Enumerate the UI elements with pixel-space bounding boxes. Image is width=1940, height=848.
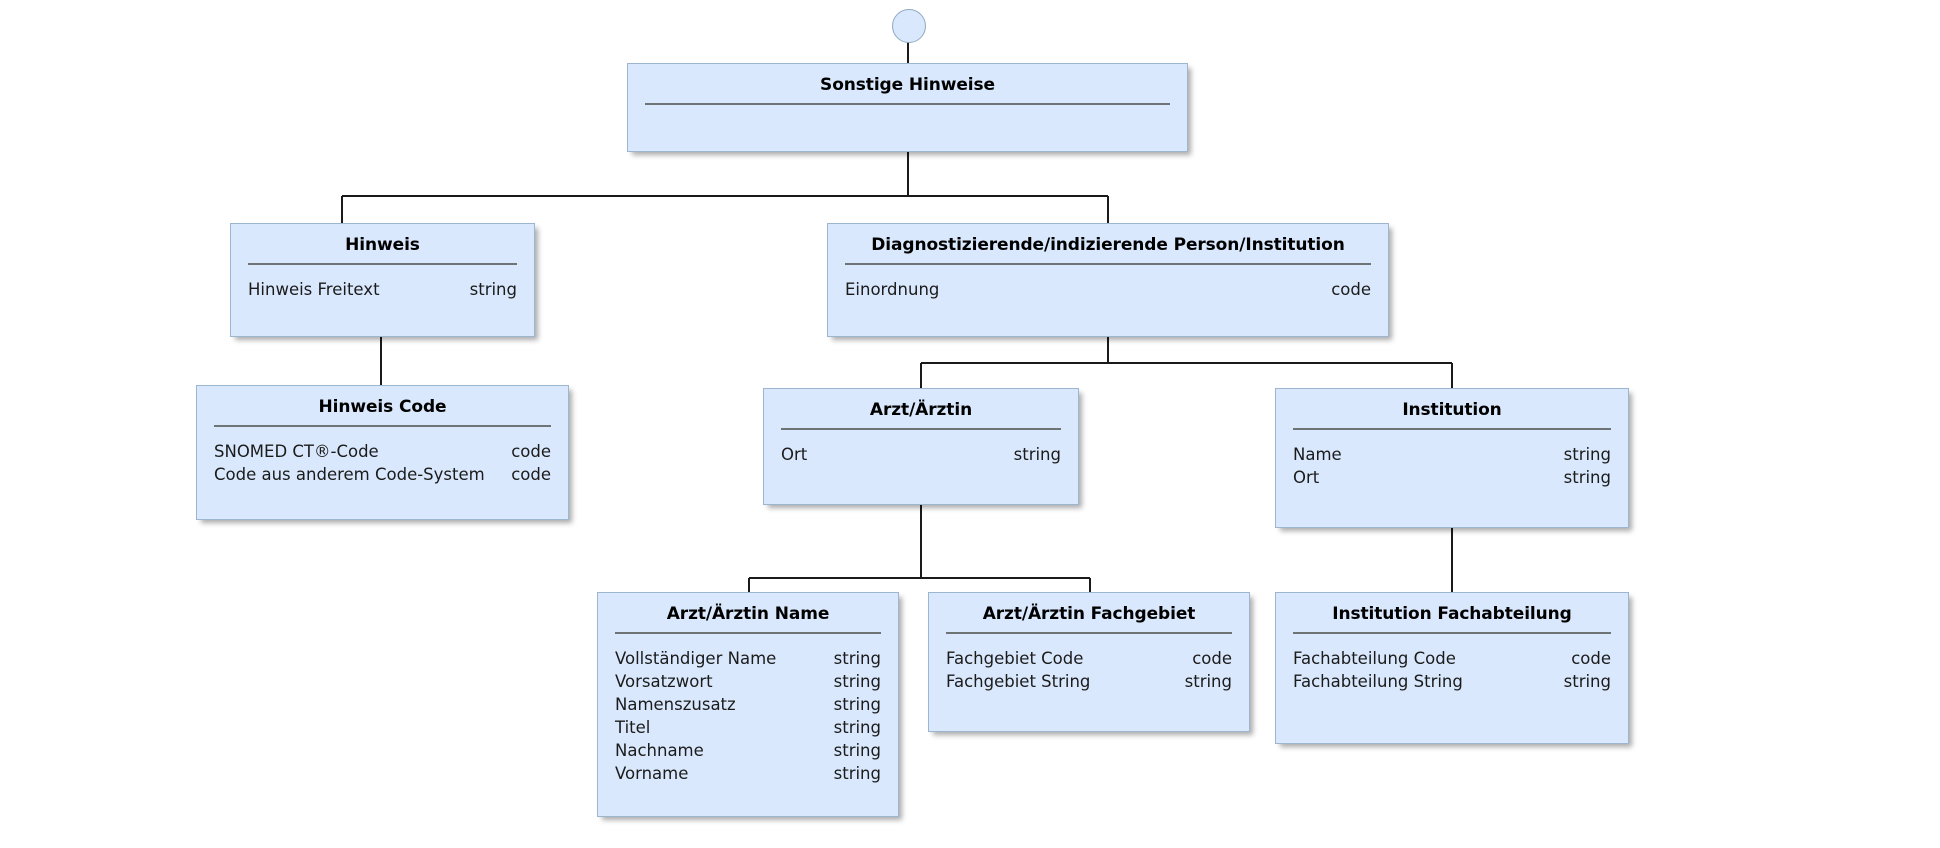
attribute-name: Fachgebiet String <box>946 672 1091 691</box>
attribute-row: Fachabteilung String string <box>1293 670 1611 693</box>
attribute-row: Namenszusatz string <box>615 693 881 716</box>
attribute-name: Vorname <box>615 764 689 783</box>
node-attributes: Vollständiger Name string Vorsatzwort st… <box>598 634 898 785</box>
attribute-name: SNOMED CT®-Code <box>214 442 379 461</box>
node-attributes: Hinweis Freitext string <box>231 265 534 301</box>
attribute-name: Vorsatzwort <box>615 672 713 691</box>
attribute-row: Ort string <box>1293 466 1611 489</box>
attribute-name: Vollständiger Name <box>615 649 777 668</box>
attribute-type: code <box>1192 649 1232 668</box>
attribute-type: code <box>511 442 551 461</box>
attribute-type: string <box>833 718 881 737</box>
node-hinweis[interactable]: Hinweis Hinweis Freitext string <box>230 223 535 337</box>
node-hinweis-code[interactable]: Hinweis Code SNOMED CT®-Code code Code a… <box>196 385 569 520</box>
node-title: Diagnostizierende/indizierende Person/In… <box>845 224 1371 265</box>
attribute-row: Vorname string <box>615 762 881 785</box>
node-title: Sonstige Hinweise <box>645 64 1170 105</box>
node-arzt-aerztin-fachgebiet[interactable]: Arzt/Ärztin Fachgebiet Fachgebiet Code c… <box>928 592 1250 732</box>
attribute-type: string <box>1563 445 1611 464</box>
attribute-row: Vollständiger Name string <box>615 647 881 670</box>
attribute-name: Nachname <box>615 741 704 760</box>
attribute-type: string <box>1013 445 1061 464</box>
node-attributes: Name string Ort string <box>1276 430 1628 489</box>
start-node-circle <box>892 9 926 43</box>
attribute-row: SNOMED CT®-Code code <box>214 440 551 463</box>
node-institution[interactable]: Institution Name string Ort string <box>1275 388 1629 528</box>
node-arzt-aerztin[interactable]: Arzt/Ärztin Ort string <box>763 388 1079 505</box>
attribute-type: string <box>833 672 881 691</box>
attribute-row: Hinweis Freitext string <box>248 278 517 301</box>
attribute-row: Fachgebiet Code code <box>946 647 1232 670</box>
node-attributes: Fachabteilung Code code Fachabteilung St… <box>1276 634 1628 693</box>
attribute-type: string <box>833 741 881 760</box>
attribute-type: string <box>833 649 881 668</box>
attribute-name: Fachgebiet Code <box>946 649 1084 668</box>
attribute-type: string <box>833 764 881 783</box>
node-title: Hinweis Code <box>214 386 551 427</box>
node-institution-fachabteilung[interactable]: Institution Fachabteilung Fachabteilung … <box>1275 592 1629 744</box>
node-title: Institution Fachabteilung <box>1293 593 1611 634</box>
node-title: Arzt/Ärztin Name <box>615 593 881 634</box>
attribute-row: Ort string <box>781 443 1061 466</box>
node-title: Arzt/Ärztin <box>781 389 1061 430</box>
attribute-row: Fachabteilung Code code <box>1293 647 1611 670</box>
attribute-name: Titel <box>615 718 651 737</box>
attribute-name: Fachabteilung String <box>1293 672 1463 691</box>
attribute-name: Einordnung <box>845 280 940 299</box>
attribute-row: Titel string <box>615 716 881 739</box>
node-attributes: Fachgebiet Code code Fachgebiet String s… <box>929 634 1249 693</box>
attribute-name: Hinweis Freitext <box>248 280 380 299</box>
attribute-row: Nachname string <box>615 739 881 762</box>
attribute-type: string <box>1184 672 1232 691</box>
node-title: Hinweis <box>248 224 517 265</box>
node-attributes: SNOMED CT®-Code code Code aus anderem Co… <box>197 427 568 486</box>
attribute-row: Fachgebiet String string <box>946 670 1232 693</box>
node-attributes: Ort string <box>764 430 1078 466</box>
node-sonstige-hinweise[interactable]: Sonstige Hinweise <box>627 63 1188 152</box>
node-attributes: Einordnung code <box>828 265 1388 301</box>
attribute-type: string <box>1563 672 1611 691</box>
attribute-row: Einordnung code <box>845 278 1371 301</box>
attribute-type: code <box>1571 649 1611 668</box>
attribute-name: Code aus anderem Code-System <box>214 465 485 484</box>
attribute-name: Name <box>1293 445 1342 464</box>
attribute-type: string <box>833 695 881 714</box>
attribute-type: code <box>1331 280 1371 299</box>
node-attributes <box>628 105 1187 118</box>
attribute-type: string <box>1563 468 1611 487</box>
attribute-type: string <box>469 280 517 299</box>
attribute-row: Name string <box>1293 443 1611 466</box>
attribute-name: Ort <box>1293 468 1320 487</box>
attribute-type: code <box>511 465 551 484</box>
node-diagnostizierende-person-institution[interactable]: Diagnostizierende/indizierende Person/In… <box>827 223 1389 337</box>
node-title: Arzt/Ärztin Fachgebiet <box>946 593 1232 634</box>
attribute-row: Vorsatzwort string <box>615 670 881 693</box>
attribute-name: Namenszusatz <box>615 695 736 714</box>
node-arzt-aerztin-name[interactable]: Arzt/Ärztin Name Vollständiger Name stri… <box>597 592 899 817</box>
node-title: Institution <box>1293 389 1611 430</box>
attribute-name: Ort <box>781 445 808 464</box>
attribute-name: Fachabteilung Code <box>1293 649 1456 668</box>
attribute-row: Code aus anderem Code-System code <box>214 463 551 486</box>
